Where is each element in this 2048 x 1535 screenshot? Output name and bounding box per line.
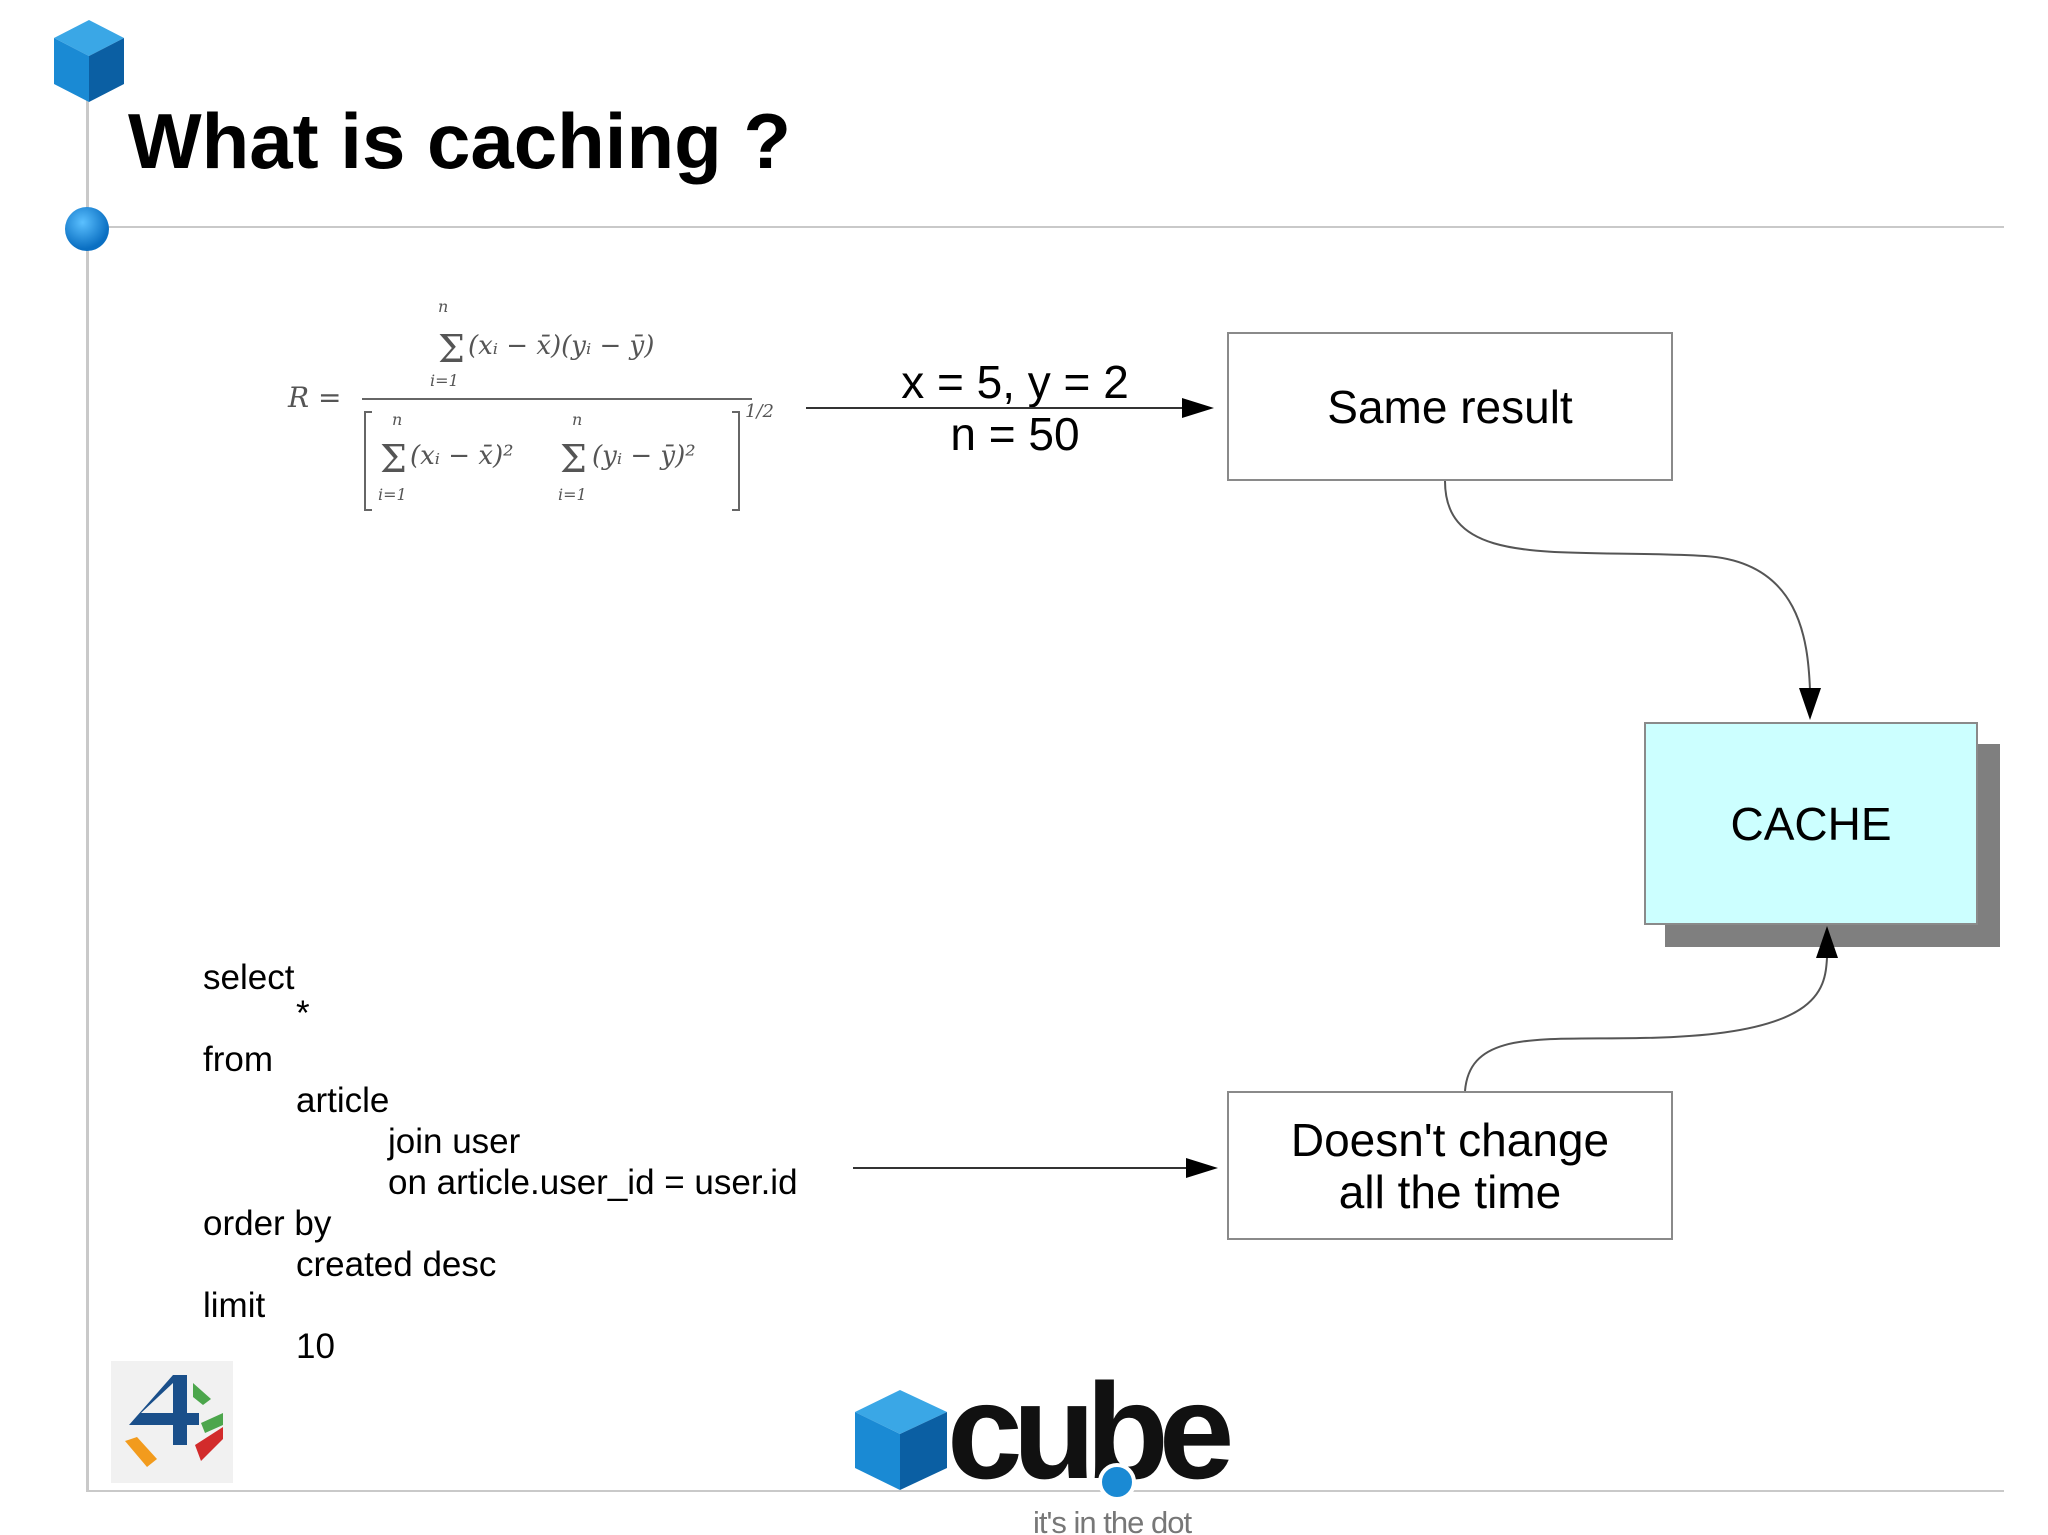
sql-line-10: 10 <box>296 1327 335 1366</box>
denominator-left-sigma: Σ <box>380 437 407 481</box>
sql-line-order-by: order by <box>203 1204 332 1243</box>
arrowhead-same-result-icon <box>1182 398 1214 418</box>
doesnt-change-line-1: Doesn't change <box>1290 1113 1610 1166</box>
sql-line-limit: limit <box>203 1286 266 1325</box>
formula-numerator: (xᵢ − x̄)(yᵢ − ȳ) <box>468 331 654 361</box>
formula-denominator-right: (yᵢ − ȳ)² <box>592 441 696 471</box>
sql-line-on: on article.user_id = user.id <box>388 1163 798 1202</box>
cube-logo-dot <box>1098 1463 1136 1501</box>
cube-logo-right <box>900 1412 947 1490</box>
denominator-left-sum-upper: n <box>392 410 402 429</box>
four-logo-icon <box>111 1361 233 1483</box>
formula-exponent: 1/2 <box>745 401 774 422</box>
cube-wordmark: cube <box>947 1360 1230 1507</box>
timeline-dot-icon <box>65 207 109 251</box>
sql-line-join: join user <box>388 1122 521 1161</box>
denominator-right-sum-lower: i=1 <box>558 485 587 504</box>
numerator-sum-lower: i=1 <box>430 371 459 390</box>
numerator-sigma: Σ <box>438 327 465 371</box>
cache-box: CACHE <box>1644 722 1978 925</box>
cube-logo-left <box>855 1412 900 1490</box>
denominator-left-sum-lower: i=1 <box>378 485 407 504</box>
sql-line-article: article <box>296 1081 390 1120</box>
title-divider <box>86 226 2004 228</box>
arrowhead-cache-top-icon <box>1799 688 1821 720</box>
right-bracket <box>732 411 740 511</box>
cube-logo: cube <box>855 1360 1240 1507</box>
params-line-2: n = 50 <box>950 408 1080 460</box>
left-bracket <box>364 411 372 511</box>
formula-denominator-left: (xᵢ − x̄)² <box>410 441 514 471</box>
tagline: it's in the dot <box>1033 1505 1192 1535</box>
denominator-right-sum-upper: n <box>572 410 582 429</box>
params-line-1: x = 5, y = 2 <box>901 356 1129 408</box>
cube-corner-icon <box>54 20 124 102</box>
same-result-box: Same result <box>1227 332 1673 481</box>
sql-line-created: created desc <box>296 1245 497 1284</box>
left-rule <box>86 96 89 1491</box>
doesnt-change-box: Doesn't change all the time <box>1227 1091 1673 1240</box>
doesnt-change-line-2: all the time <box>1338 1165 1562 1218</box>
sql-line-select: select <box>203 958 295 997</box>
numerator-sum-upper: n <box>438 297 448 316</box>
page-title: What is caching ? <box>128 97 792 185</box>
footer-divider <box>86 1490 2004 1492</box>
sql-line-star: * <box>296 994 310 1033</box>
denominator-right-sigma: Σ <box>560 437 587 481</box>
cache-label: CACHE <box>1730 797 1892 850</box>
params-label: x = 5, y = 2 n = 50 <box>870 356 1160 460</box>
arrow-doesnt-change-to-cache <box>1464 957 1828 1092</box>
same-result-label: Same result <box>1327 380 1573 433</box>
correlation-formula: R = n Σ i=1 (xᵢ − x̄)(yᵢ − ȳ) 1/2 n Σ i=… <box>287 297 774 511</box>
arrow-same-result-to-cache <box>1444 480 1811 691</box>
arrowhead-doesnt-change-icon <box>1186 1158 1218 1178</box>
sql-line-from: from <box>203 1040 273 1079</box>
formula-lhs: R = <box>287 381 341 414</box>
cube-logo-top <box>855 1390 947 1434</box>
